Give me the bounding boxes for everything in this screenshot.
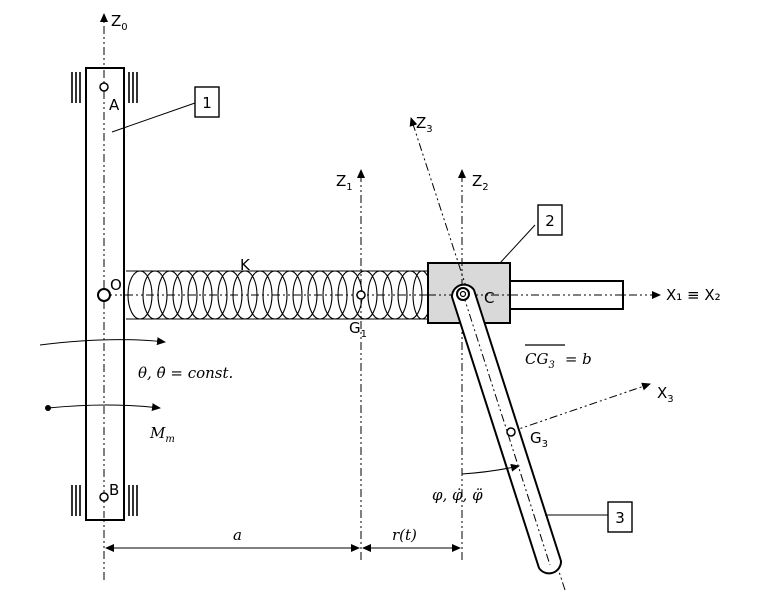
z2-label: Z2 — [472, 172, 489, 193]
box-1 — [194, 86, 220, 118]
pendulum-body-3 — [450, 283, 563, 575]
point-b — [99, 492, 109, 502]
svg-text:3: 3 — [615, 509, 625, 527]
phi-label: φ, φ̇, φ̈ — [432, 486, 483, 504]
label-k: K — [240, 256, 251, 274]
point-o — [97, 288, 111, 302]
theta-arrow — [39, 337, 166, 346]
phi-arrow — [461, 463, 520, 475]
label-o: O — [110, 276, 122, 294]
svg-text:2: 2 — [545, 212, 555, 230]
label-b: B — [109, 481, 119, 499]
x3-label: X3 — [657, 384, 674, 405]
z0-label: Z0 — [111, 12, 128, 33]
mm-arrow — [47, 403, 161, 412]
point-a — [99, 82, 109, 92]
point-g3 — [506, 427, 516, 437]
upper-bearing — [71, 72, 138, 103]
theta-label: θ, θ̇ = const. — [138, 364, 233, 382]
box-2 — [537, 204, 563, 236]
cg3-label: CG3= b — [525, 350, 592, 371]
mm-label: Mm — [149, 424, 175, 445]
x3-axis — [509, 382, 651, 433]
svg-text:1: 1 — [202, 94, 212, 112]
x1-x2-label: X₁ ≡ X₂ — [666, 286, 721, 304]
point-g1 — [356, 290, 366, 300]
label-c: C — [484, 289, 494, 307]
label-a: A — [109, 96, 120, 114]
lower-bearing — [71, 485, 138, 516]
label-g1: G1 — [349, 319, 367, 340]
z3-label: Z3 — [416, 114, 433, 135]
z1-label: Z1 — [336, 172, 353, 193]
box-3 — [607, 501, 633, 533]
dim-r-label: r(t) — [392, 526, 417, 544]
spring-k — [126, 270, 432, 320]
dim-a-label: a — [233, 526, 242, 544]
label-g3: G3 — [530, 429, 548, 450]
